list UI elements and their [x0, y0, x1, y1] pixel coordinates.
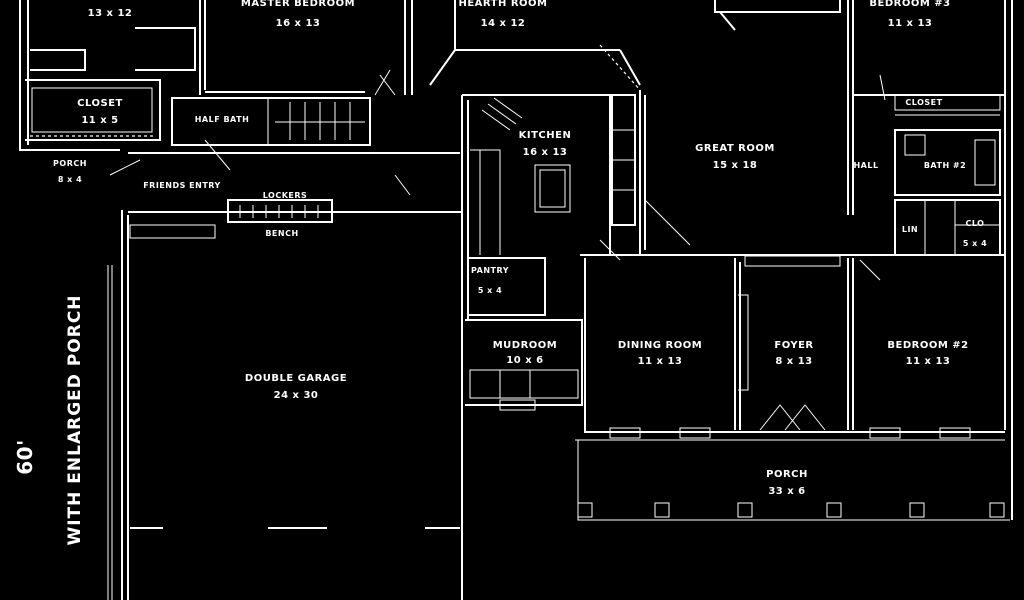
lin-label: LIN	[902, 225, 918, 234]
kitchen-size: 16 x 13	[523, 147, 568, 158]
pantry-label: PANTRY	[471, 266, 509, 275]
dining-room-size: 11 x 13	[638, 356, 683, 367]
hall-label: HALL	[853, 161, 878, 170]
clo-size: 5 x 4	[963, 239, 987, 248]
closet2-label: CLOSET	[905, 98, 942, 107]
closet-size: 11 x 5	[81, 115, 118, 126]
bedroom2-label: BEDROOM #2	[887, 340, 968, 351]
small-porch-size: 8 x 4	[58, 175, 82, 184]
bedroom2-size: 11 x 13	[906, 356, 951, 367]
porch-posts	[577, 502, 1005, 518]
walls	[19, 0, 1013, 600]
great-room-label: GREAT ROOM	[695, 143, 775, 154]
porch-size: 33 x 6	[768, 486, 805, 497]
side-caption: WITH ENLARGED PORCH	[65, 294, 85, 545]
bench-label: BENCH	[265, 229, 298, 238]
bath2-label: BATH #2	[924, 161, 966, 170]
top-left-room-size: 13 x 12	[88, 8, 133, 19]
foyer-size: 8 x 13	[775, 356, 812, 367]
half-bath-label: HALF BATH	[195, 115, 250, 124]
bedroom3-size: 11 x 13	[888, 18, 933, 29]
master-bedroom-label: MASTER BEDROOM	[241, 0, 355, 9]
mudroom-size: 10 x 6	[506, 355, 543, 366]
master-bedroom-size: 16 x 13	[276, 18, 321, 29]
bedroom3-label: BEDROOM #3	[869, 0, 950, 9]
small-porch-label: PORCH	[53, 159, 87, 168]
porch-label: PORCH	[766, 469, 808, 480]
foyer-label: FOYER	[774, 340, 813, 351]
great-room-size: 15 x 18	[713, 160, 758, 171]
clo-label: CLO	[966, 219, 985, 228]
hearth-room-label: HEARTH ROOM	[458, 0, 547, 9]
friends-entry-label: FRIENDS ENTRY	[143, 181, 221, 190]
lockers-label: LOCKERS	[263, 191, 308, 200]
dining-room-label: DINING ROOM	[618, 340, 702, 351]
mudroom-label: MUDROOM	[493, 340, 558, 351]
garage-label: DOUBLE GARAGE	[245, 373, 347, 384]
kitchen-label: KITCHEN	[519, 130, 572, 141]
width-dimension-label: 60'	[13, 439, 37, 474]
closet-label: CLOSET	[77, 98, 123, 109]
pantry-size: 5 x 4	[478, 286, 502, 295]
hearth-room-size: 14 x 12	[481, 18, 526, 29]
garage-size: 24 x 30	[274, 390, 319, 401]
